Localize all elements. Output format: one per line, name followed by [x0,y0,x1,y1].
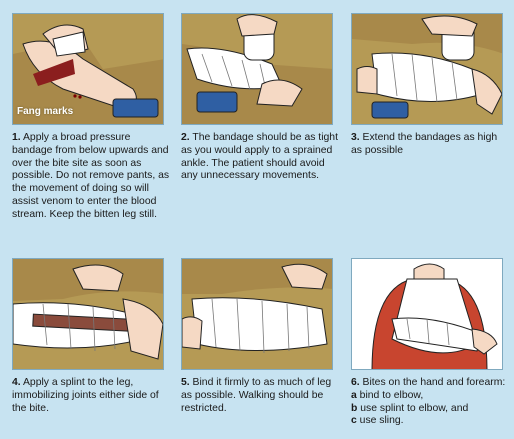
step-number: 4. [12,377,21,388]
step-4-caption: 4. Apply a splint to the leg, immobilizi… [12,377,172,415]
bind-leg-image [182,259,332,369]
step-text: use sling. [356,415,404,427]
step-text: Apply a broad pressure bandage from belo… [12,132,170,220]
bandage-leg-image [182,14,332,124]
step-3-caption: 3. Extend the bandages as high as possib… [351,132,511,158]
step-number: 1. [12,132,21,143]
step-4-illustration [12,258,164,370]
option-c: c [351,415,357,427]
step-number: 2. [181,132,190,143]
fang-marks-label: Fang marks [17,106,74,117]
step-5-caption: 5. Bind it firmly to as much of leg as p… [181,377,341,415]
step-5-illustration [181,258,333,370]
step-text: The bandage should be as tight as you wo… [181,132,338,182]
step-number: 6. [351,377,360,388]
arm-sling-image [352,259,502,369]
step-text: bind to elbow, [356,389,424,401]
step-text: Bind it firmly to as much of leg as poss… [181,377,332,414]
step-2-illustration [181,13,333,125]
option-a: a [351,389,357,401]
step-text: Extend the bandages as high as possible [351,132,498,156]
step-text: Bites on the hand and forearm: [359,377,506,388]
step-6-illustration [351,258,503,370]
leg-bite-image [13,14,163,124]
step-6-caption: 6. Bites on the hand and forearm: a bind… [351,377,511,428]
step-1-illustration: Fang marks [12,13,164,125]
step-number: 5. [181,377,190,388]
step-text: Apply a splint to the leg, immobilizing … [12,377,159,414]
option-b: b [351,402,358,414]
step-1-caption: 1. Apply a broad pressure bandage from b… [12,132,172,222]
step-3-illustration [351,13,503,125]
step-2-caption: 2. The bandage should be as tight as you… [181,132,341,183]
extend-bandage-image [352,14,502,124]
splint-leg-image [13,259,163,369]
step-number: 3. [351,132,360,143]
step-text: use splint to elbow, and [357,402,469,414]
